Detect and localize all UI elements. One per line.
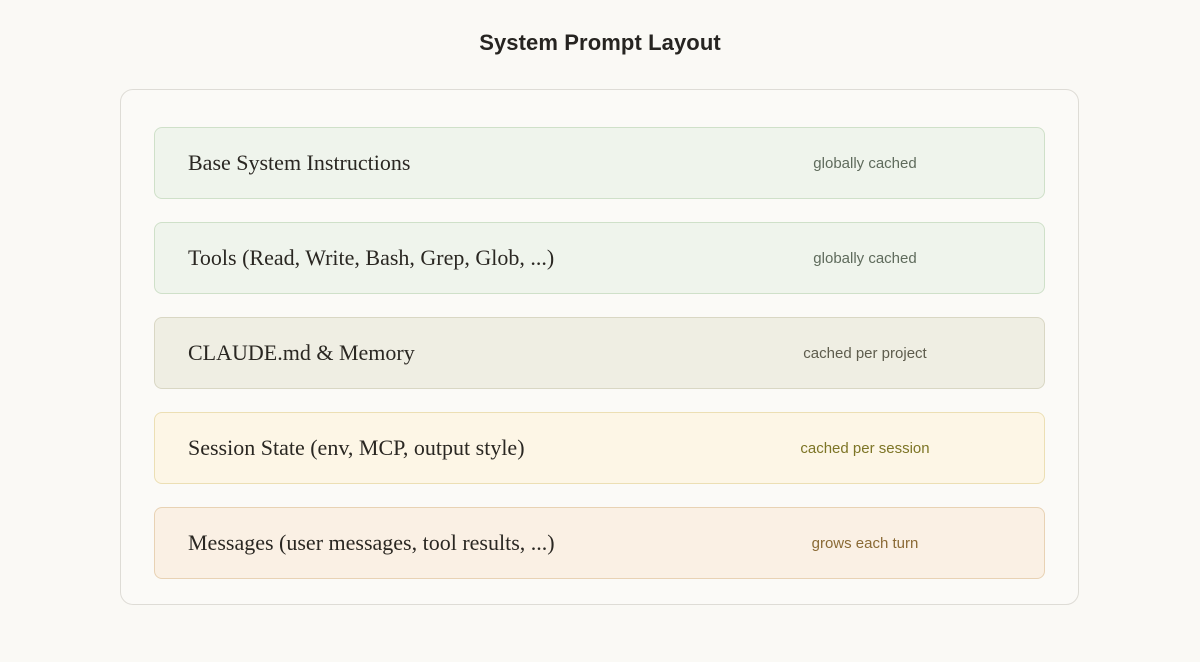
prompt-layer-label: Base System Instructions bbox=[188, 150, 411, 175]
prompt-layer-label: CLAUDE.md & Memory bbox=[188, 340, 415, 365]
prompt-layer-cache-note: grows each turn bbox=[811, 534, 919, 552]
prompt-layer-row-session-state: Session State (env, MCP, output style) c… bbox=[154, 412, 1045, 484]
prompt-layer-row-claude-md-memory: CLAUDE.md & Memory cached per project bbox=[154, 317, 1045, 389]
prompt-layer-label: Tools (Read, Write, Bash, Grep, Glob, ..… bbox=[188, 245, 555, 270]
page-title: System Prompt Layout bbox=[479, 30, 721, 55]
prompt-layout-panel: Base System Instructions globally cached… bbox=[120, 89, 1079, 605]
prompt-layer-cache-note: globally cached bbox=[813, 154, 917, 172]
prompt-layer-row-tools: Tools (Read, Write, Bash, Grep, Glob, ..… bbox=[154, 222, 1045, 294]
prompt-layer-label: Session State (env, MCP, output style) bbox=[188, 435, 525, 460]
prompt-layer-row-messages: Messages (user messages, tool results, .… bbox=[154, 507, 1045, 579]
prompt-layer-cache-note: cached per project bbox=[803, 344, 927, 362]
prompt-layer-cache-note: cached per session bbox=[800, 439, 930, 457]
prompt-layer-row-base-system-instructions: Base System Instructions globally cached bbox=[154, 127, 1045, 199]
prompt-layer-list: Base System Instructions globally cached… bbox=[154, 127, 1045, 579]
prompt-layer-cache-note: globally cached bbox=[813, 249, 917, 267]
prompt-layer-label: Messages (user messages, tool results, .… bbox=[188, 530, 555, 555]
